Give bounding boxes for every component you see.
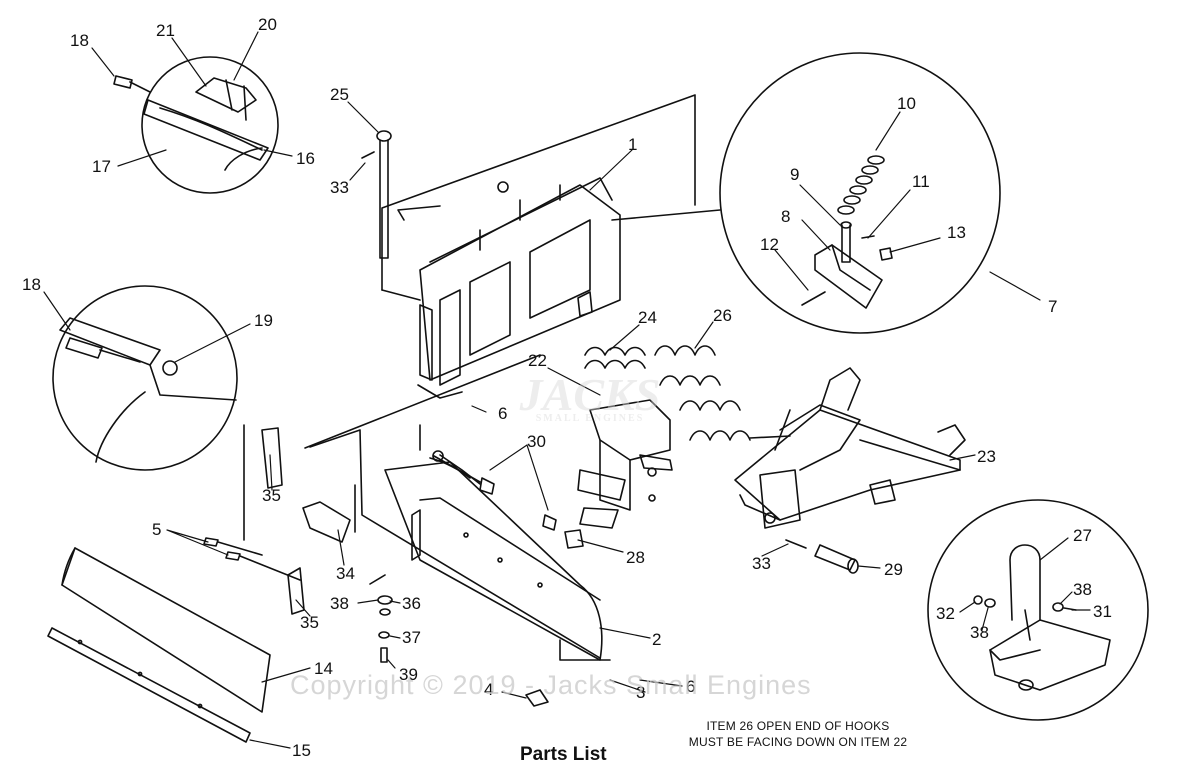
assembly-note-line-1: ITEM 26 OPEN END OF HOOKS	[706, 719, 890, 733]
logo-main: JACKS	[519, 369, 661, 420]
callout-10: 10	[897, 94, 916, 113]
callout-29: 29	[884, 560, 903, 579]
pin-25	[361, 130, 392, 259]
assembly-note-line-2: MUST BE FACING DOWN ON ITEM 22	[688, 735, 908, 749]
callout-20: 20	[258, 15, 277, 34]
callout-38-right: 38	[1073, 580, 1092, 599]
callout-35-lower: 35	[300, 613, 319, 632]
brackets	[203, 424, 549, 707]
upper-moldboard	[381, 94, 696, 399]
callout-11: 11	[912, 172, 930, 191]
callout-2: 2	[652, 630, 661, 649]
callout-14: 14	[314, 659, 333, 678]
parts-list-heading: Parts List	[520, 744, 607, 765]
callout-17: 17	[92, 157, 111, 176]
callout-21: 21	[156, 21, 175, 40]
callout-26: 26	[713, 306, 732, 325]
callout-37: 37	[402, 628, 421, 647]
detail-circle-top-right	[719, 52, 1001, 334]
callout-5: 5	[152, 520, 161, 539]
callout-19: 19	[254, 311, 273, 330]
callout-38-left: 38	[330, 594, 349, 613]
detail-circle-bottom-right	[927, 499, 1149, 721]
callout-13: 13	[947, 223, 966, 242]
callout-38-bottom: 38	[970, 623, 989, 642]
callout-33-upper: 33	[330, 178, 349, 197]
detail-circle-mid-left	[52, 285, 238, 471]
callout-9: 9	[790, 165, 799, 184]
callout-labels: 1 2 3 4 5 6 6 7 8 9 10 11 12 13 14 15 16…	[22, 15, 1112, 760]
callout-18-mid: 18	[22, 275, 41, 294]
callout-35-upper: 35	[262, 486, 281, 505]
cutting-edge	[47, 547, 271, 743]
callout-28: 28	[626, 548, 645, 567]
mount-frame-23	[734, 367, 966, 529]
callout-8: 8	[781, 207, 790, 226]
callout-1: 1	[628, 135, 637, 154]
callout-6-lower: 6	[686, 677, 695, 696]
callout-34: 34	[336, 564, 355, 583]
detail-circle-top-left	[113, 56, 279, 194]
pin-29	[785, 539, 859, 574]
callout-25: 25	[330, 85, 349, 104]
callout-4: 4	[484, 680, 493, 699]
callout-7: 7	[1048, 297, 1057, 316]
callout-15: 15	[292, 741, 311, 760]
callout-31: 31	[1093, 602, 1112, 621]
springs	[584, 345, 791, 441]
callout-32: 32	[936, 604, 955, 623]
lower-hardware	[369, 450, 584, 663]
callout-39: 39	[399, 665, 418, 684]
callout-22: 22	[528, 351, 547, 370]
copyright-watermark: Copyright © 2019 - Jacks Small Engines	[290, 670, 812, 700]
callout-16: 16	[296, 149, 315, 168]
logo-sub: SMALL ENGINES	[535, 413, 645, 424]
lower-moldboard	[309, 429, 603, 661]
push-frame-22	[577, 399, 673, 529]
callout-27: 27	[1073, 526, 1092, 545]
callout-33-lower: 33	[752, 554, 771, 573]
callout-36: 36	[402, 594, 421, 613]
leader-construction-lines	[304, 209, 721, 661]
callout-3: 3	[636, 683, 645, 702]
watermark-logo: JACKS SMALL ENGINES	[500, 368, 680, 424]
callout-18-top: 18	[70, 31, 89, 50]
callout-30: 30	[527, 432, 546, 451]
callout-6-upper: 6	[498, 404, 507, 423]
callout-12: 12	[760, 235, 779, 254]
callout-23: 23	[977, 447, 996, 466]
assembly-note: ITEM 26 OPEN END OF HOOKS MUST BE FACING…	[648, 718, 948, 750]
callout-24: 24	[638, 308, 657, 327]
leader-lines	[43, 31, 1091, 749]
